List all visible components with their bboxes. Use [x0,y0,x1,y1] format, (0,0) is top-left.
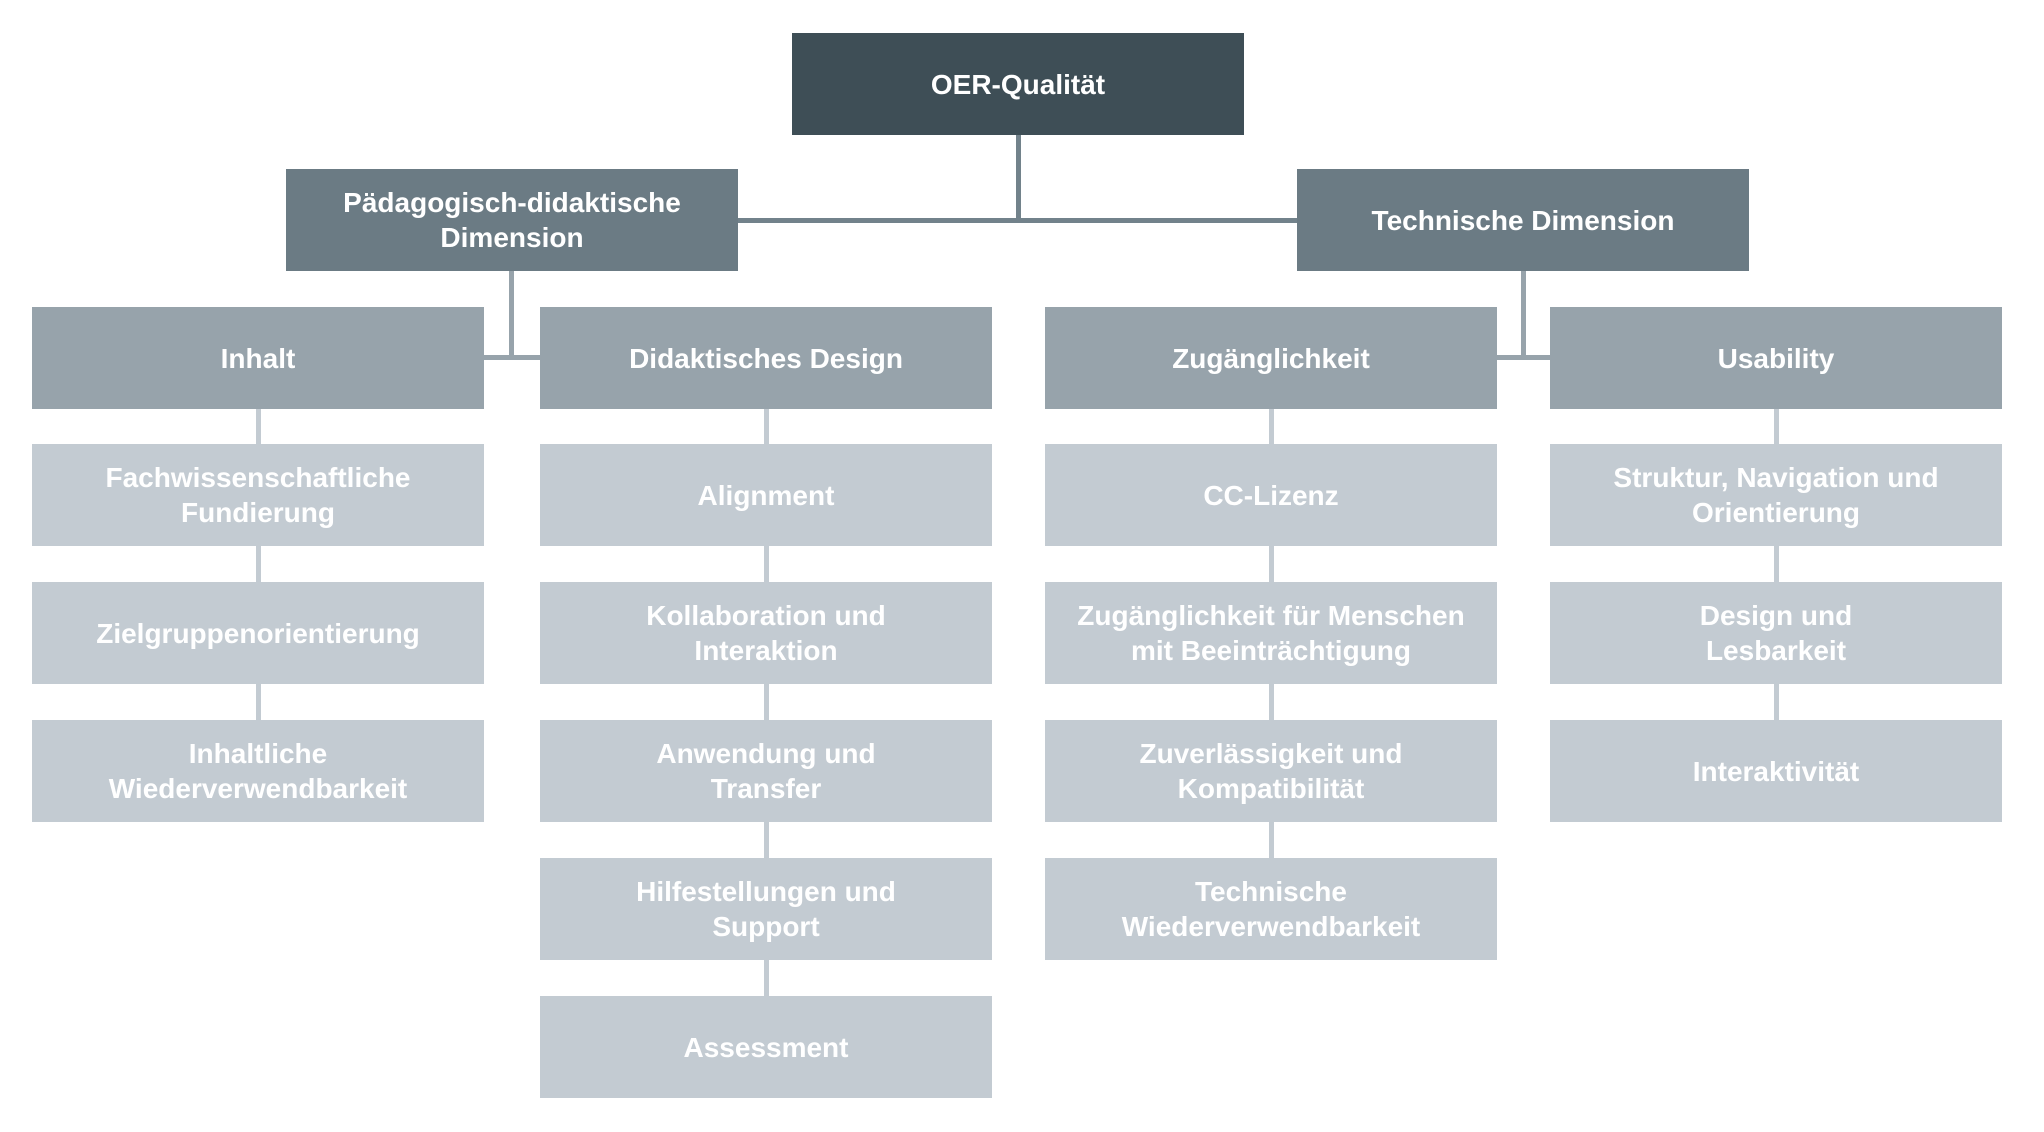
item-zuverlaessigkeit-und-kompatibilitaet: Zuverlässigkeit und Kompatibilität [1045,720,1497,822]
connector-col3-seg4 [1269,822,1274,858]
item-interaktivitaet: Interaktivität [1550,720,2002,822]
connector-col4-seg2 [1774,546,1779,582]
item-inhaltliche-wiederverwendbarkeit: Inhaltliche Wiederverwendbarkeit [32,720,484,822]
connector-col3-seg1 [1269,409,1274,444]
connector-col2-seg3 [764,684,769,720]
connector-technisch-vertical [1521,271,1526,358]
item-technische-wiederverwendbarkeit: Technische Wiederverwendbarkeit [1045,858,1497,960]
dimension-box-technisch: Technische Dimension [1297,169,1749,271]
connector-col3-seg3 [1269,684,1274,720]
item-hilfestellungen-und-support: Hilfestellungen und Support [540,858,992,960]
connector-col2-seg4 [764,822,769,858]
column-header-usability: Usability [1550,307,2002,409]
connector-col3-seg2 [1269,546,1274,582]
connector-root-horizontal [738,218,1297,223]
item-struktur-navigation-orientierung: Struktur, Navigation und Orientierung [1550,444,2002,546]
item-anwendung-und-transfer: Anwendung und Transfer [540,720,992,822]
connector-col1-seg1 [256,409,261,444]
item-zielgruppenorientierung: Zielgruppenorientierung [32,582,484,684]
column-header-zugaenglichkeit: Zugänglichkeit [1045,307,1497,409]
column-header-didaktisches-design: Didaktisches Design [540,307,992,409]
dimension-box-paedagogisch-didaktisch: Pädagogisch-didaktische Dimension [286,169,738,271]
connector-col2-seg2 [764,546,769,582]
connector-paedagogisch-vertical [509,271,514,358]
connector-col1-seg2 [256,546,261,582]
connector-technisch-horizontal [1497,355,1550,360]
item-cc-lizenz: CC-Lizenz [1045,444,1497,546]
item-assessment: Assessment [540,996,992,1098]
connector-paedagogisch-horizontal [484,355,540,360]
item-zugaenglichkeit-fuer-menschen: Zugänglichkeit für Menschen mit Beeinträ… [1045,582,1497,684]
root-box-oer-qualitaet: OER-Qualität [792,33,1244,135]
connector-col4-seg1 [1774,409,1779,444]
connector-col2-seg5 [764,960,769,996]
connector-root-vertical [1016,135,1021,223]
column-header-inhalt: Inhalt [32,307,484,409]
connector-col2-seg1 [764,409,769,444]
item-fachwissenschaftliche-fundierung: Fachwissenschaftliche Fundierung [32,444,484,546]
connector-col4-seg3 [1774,684,1779,720]
item-kollaboration-und-interaktion: Kollaboration und Interaktion [540,582,992,684]
item-design-und-lesbarkeit: Design und Lesbarkeit [1550,582,2002,684]
item-alignment: Alignment [540,444,992,546]
connector-col1-seg3 [256,684,261,720]
